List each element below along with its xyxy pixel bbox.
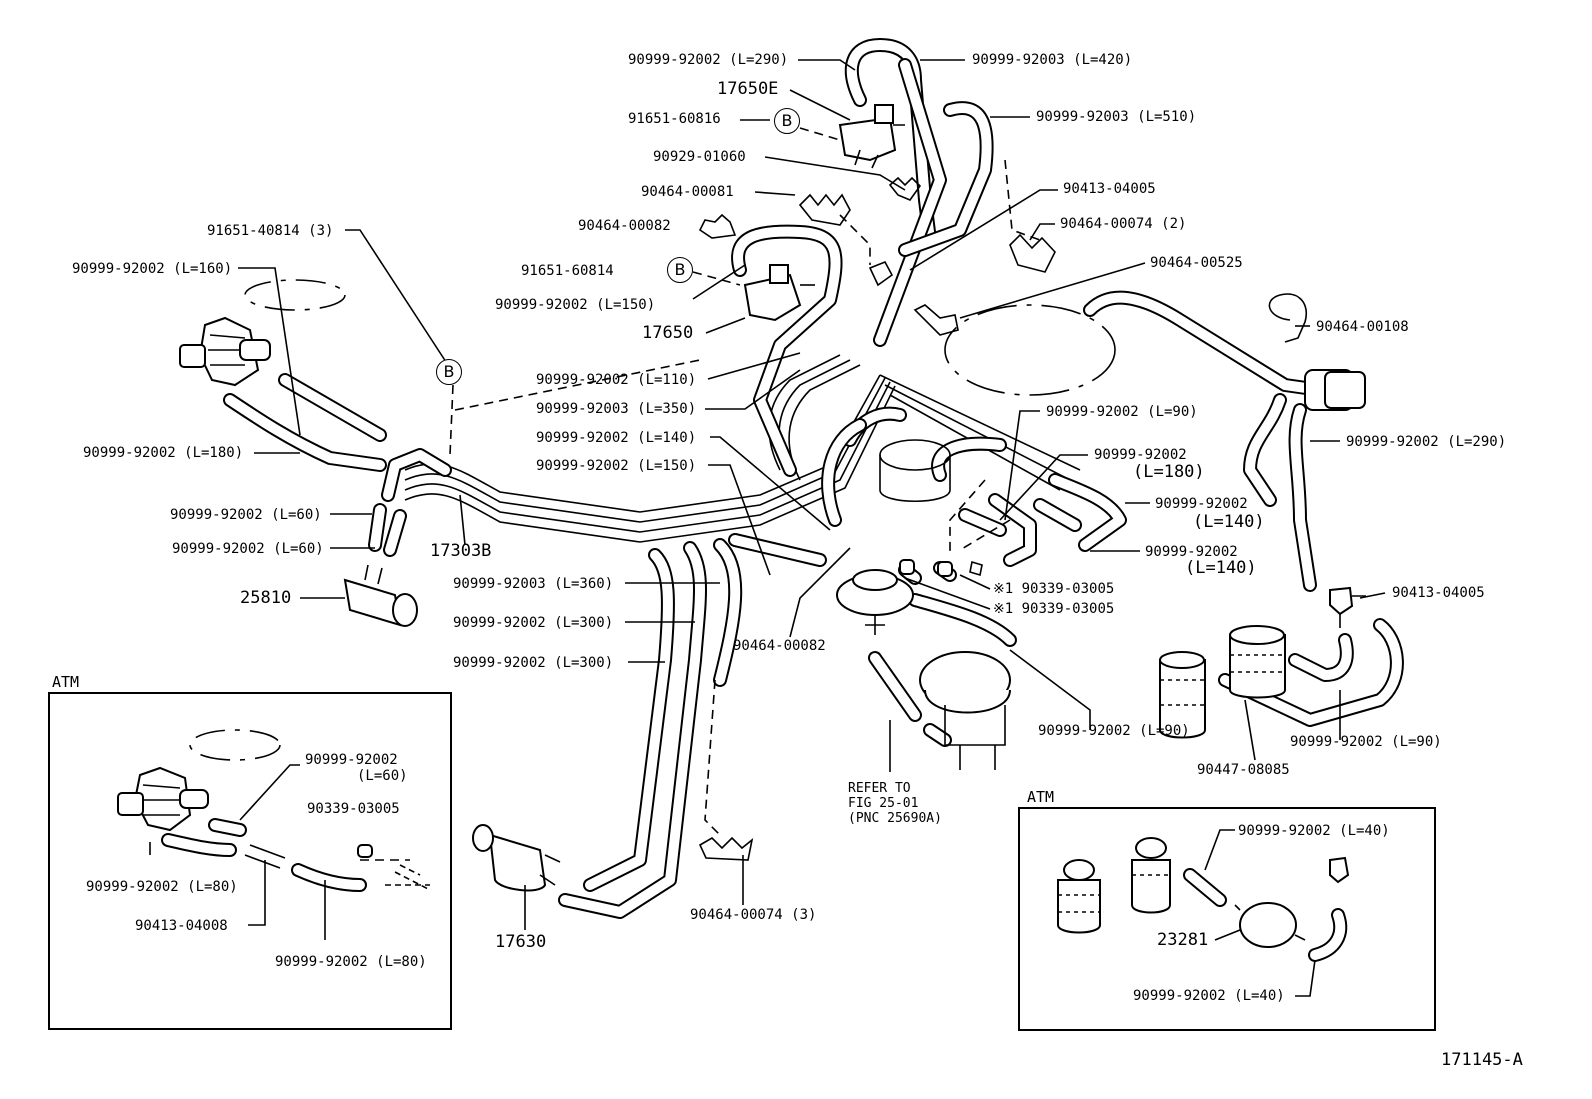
label-part: 90999-92002	[1155, 496, 1248, 512]
label-part: 90929-01060	[653, 149, 746, 165]
label-part: 90464-00074 (3)	[690, 907, 817, 923]
label-part: 17650E	[717, 79, 779, 99]
callout-b-2: B	[667, 257, 693, 283]
label-part: ※1 90339-03005	[993, 601, 1115, 617]
label-part: 90999-92002 (L=180)	[83, 445, 244, 461]
label-part: 90464-00082	[733, 638, 826, 654]
label-part: (L=140)	[1185, 558, 1257, 578]
label-part: 90999-92002 (L=90)	[1290, 734, 1442, 750]
label-part: 17630	[495, 932, 547, 952]
label-part: 90464-00525	[1150, 255, 1243, 271]
label-part: 90999-92002 (L=110)	[536, 372, 697, 388]
inset-right-title: ATM	[1027, 788, 1055, 806]
inset-right-artwork	[1057, 829, 1350, 997]
label-part: 91651-40814 (3)	[207, 223, 334, 239]
label-part: 90999-92002 (L=90)	[1046, 404, 1198, 420]
inset-right-label: 90999-92002 (L=40)	[1238, 823, 1390, 839]
components	[179, 104, 1366, 892]
leader-lines	[238, 59, 1386, 930]
label-part: 17650	[642, 323, 694, 343]
label-part: 90999-92002 (L=140)	[536, 430, 697, 446]
label-part: 90999-92002 (L=150)	[495, 297, 656, 313]
label-part: 90413-04005	[1392, 585, 1485, 601]
label-part: 25810	[240, 588, 292, 608]
inset-left-title: ATM	[52, 673, 80, 691]
label-part: 90999-92002	[1145, 544, 1238, 560]
label-part: 90999-92002 (L=290)	[628, 52, 789, 68]
figure-code: 171145-A	[1441, 1050, 1523, 1070]
inset-left-label: 90999-92002	[305, 752, 398, 768]
inset-left-box	[48, 692, 452, 1030]
label-part: 90999-92002 (L=150)	[536, 458, 697, 474]
inset-right-box	[1018, 807, 1436, 1031]
callout-b-1: B	[774, 108, 800, 134]
label-part: 90999-92002 (L=60)	[170, 507, 322, 523]
hoses	[223, 38, 1404, 919]
label-part: 90999-92002 (L=60)	[172, 541, 324, 557]
label-part: 17303B	[430, 541, 492, 561]
label-part: 90464-00074 (2)	[1060, 216, 1187, 232]
label-part: (L=140)	[1193, 512, 1265, 532]
label-part: 90999-92002 (L=300)	[453, 655, 614, 671]
label-part: 90999-92003 (L=350)	[536, 401, 697, 417]
label-part: 90999-92002	[1094, 447, 1187, 463]
label-part: 90447-08085	[1197, 762, 1290, 778]
label-part: (L=180)	[1133, 462, 1205, 482]
label-part: 90464-00108	[1316, 319, 1409, 335]
label-part: 90999-92002 (L=290)	[1346, 434, 1507, 450]
inset-left-label: 90339-03005	[307, 801, 400, 817]
label-part: 90999-92003 (L=360)	[453, 576, 614, 592]
refer-note: REFER TO FIG 25-01 (PNC 25690A)	[848, 781, 942, 826]
inset-left-label: 90999-92002 (L=80)	[275, 954, 427, 970]
label-part: 90999-92002 (L=90)	[1038, 723, 1190, 739]
label-part: 90464-00081	[641, 184, 734, 200]
callout-b-3: B	[436, 359, 462, 385]
inset-right-label: 23281	[1157, 930, 1209, 950]
label-part: 90999-92003 (L=420)	[972, 52, 1133, 68]
label-part: 90464-00082	[578, 218, 671, 234]
inset-left-artwork	[117, 729, 431, 940]
inset-left-label: 90999-92002 (L=80)	[86, 879, 238, 895]
label-part: 90999-92003 (L=510)	[1036, 109, 1197, 125]
label-part: 90999-92002 (L=160)	[72, 261, 233, 277]
label-part: 90999-92002 (L=300)	[453, 615, 614, 631]
label-part: 91651-60814	[521, 263, 614, 279]
label-part: 91651-60816	[628, 111, 721, 127]
inset-left-label: 90413-04008	[135, 918, 228, 934]
inset-left-label: (L=60)	[357, 768, 408, 784]
label-part: ※1 90339-03005	[993, 581, 1115, 597]
inset-right-label: 90999-92002 (L=40)	[1133, 988, 1285, 1004]
label-part: 90413-04005	[1063, 181, 1156, 197]
